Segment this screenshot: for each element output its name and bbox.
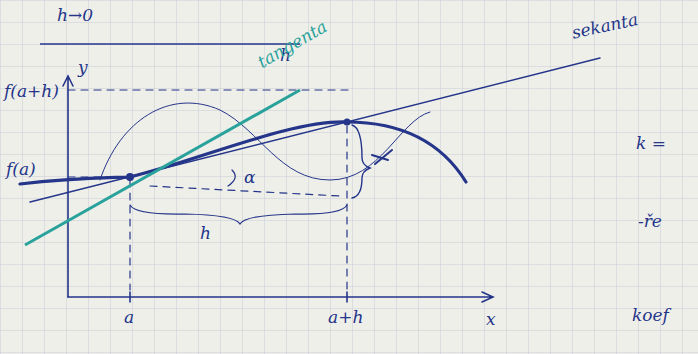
fraction-bar xyxy=(40,43,300,45)
note-text: koef xyxy=(630,306,671,325)
note-text: k = xyxy=(634,134,668,153)
point-a-h xyxy=(344,119,351,126)
angle-label: α xyxy=(242,168,257,187)
interval-label: h xyxy=(198,224,213,243)
rise-bracket xyxy=(352,125,370,198)
scribble xyxy=(372,150,392,164)
axis-tick-label: a xyxy=(122,308,136,327)
limit-text: h→0 xyxy=(55,6,95,25)
note-text: -ře xyxy=(636,212,664,231)
value-label: f(a+h) xyxy=(2,82,61,101)
value-label: f(a) xyxy=(4,160,38,179)
axis-label: x xyxy=(484,310,498,329)
point-a xyxy=(126,173,134,181)
angle-arc xyxy=(228,170,235,186)
axis-label: y xyxy=(76,58,90,77)
secant-line xyxy=(30,58,600,202)
y-axis xyxy=(63,76,73,297)
h-bracket xyxy=(130,205,347,224)
guide-lines xyxy=(68,90,350,290)
axis-tick-label: a+h xyxy=(326,308,365,327)
tangent-line xyxy=(25,90,300,245)
function-curve xyxy=(20,122,466,184)
x-axis xyxy=(68,292,493,302)
axis-ticks xyxy=(130,292,347,302)
thin-curve xyxy=(100,103,430,180)
